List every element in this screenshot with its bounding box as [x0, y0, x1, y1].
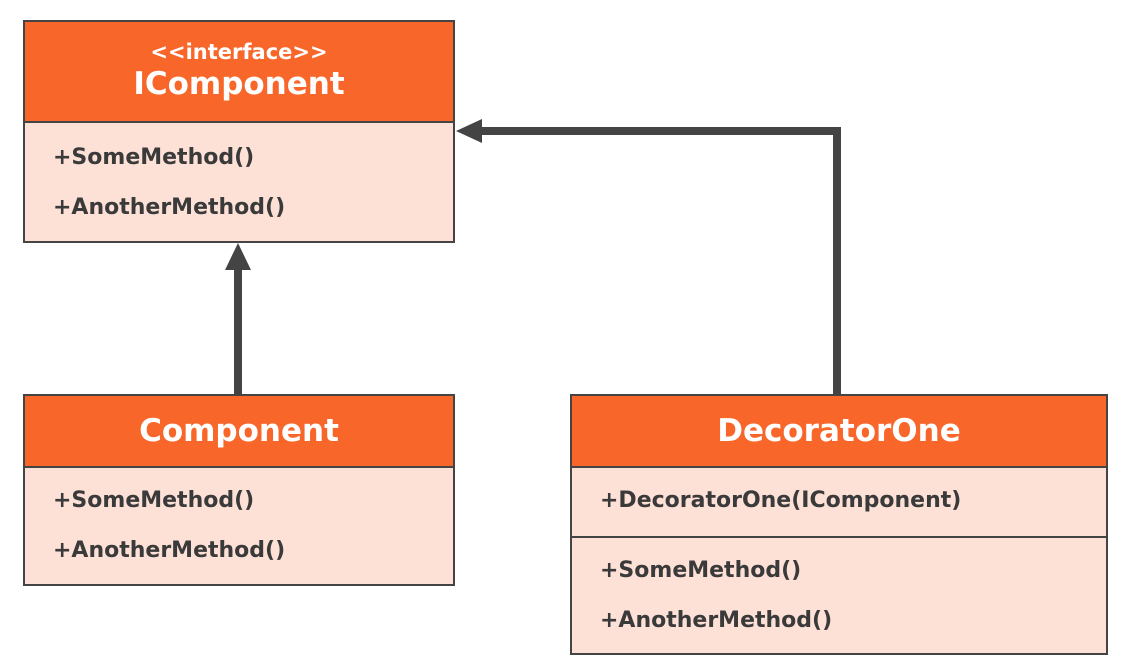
method-item: +SomeMethod() — [53, 488, 255, 513]
arrow-decoratorone-to-icomponent — [456, 119, 841, 395]
component-name: Component — [139, 413, 339, 449]
decoratorone-methods: +SomeMethod() +AnotherMethod() — [572, 536, 1106, 634]
icomponent-class-box[interactable]: <<interface>> IComponent +SomeMethod() +… — [23, 20, 455, 243]
method-item: +SomeMethod() — [600, 558, 802, 583]
method-item: +AnotherMethod() — [53, 538, 286, 563]
component-methods: +SomeMethod() +AnotherMethod() — [25, 468, 453, 564]
method-item: +SomeMethod() — [53, 145, 255, 170]
constructor-item: +DecoratorOne(IComponent) — [600, 488, 962, 513]
icomponent-methods: +SomeMethod() +AnotherMethod() — [25, 123, 453, 221]
method-item: +AnotherMethod() — [53, 195, 286, 220]
interface-stereotype: <<interface>> — [150, 39, 328, 64]
icomponent-header: <<interface>> IComponent — [25, 22, 453, 123]
method-item: +AnotherMethod() — [600, 608, 833, 633]
decoratorone-header: DecoratorOne — [572, 396, 1106, 468]
component-header: Component — [25, 396, 453, 468]
icomponent-name: IComponent — [133, 65, 345, 102]
component-class-box[interactable]: Component +SomeMethod() +AnotherMethod() — [23, 394, 455, 586]
decoratorone-name: DecoratorOne — [717, 413, 961, 449]
decoratorone-class-box[interactable]: DecoratorOne +DecoratorOne(IComponent) +… — [570, 394, 1108, 655]
decoratorone-constructors: +DecoratorOne(IComponent) — [572, 468, 1106, 536]
arrow-component-to-icomponent — [225, 243, 251, 395]
arrowhead-decoratorone — [456, 119, 482, 143]
arrowhead-component — [225, 243, 251, 270]
arrow-line-decoratorone — [482, 127, 841, 395]
